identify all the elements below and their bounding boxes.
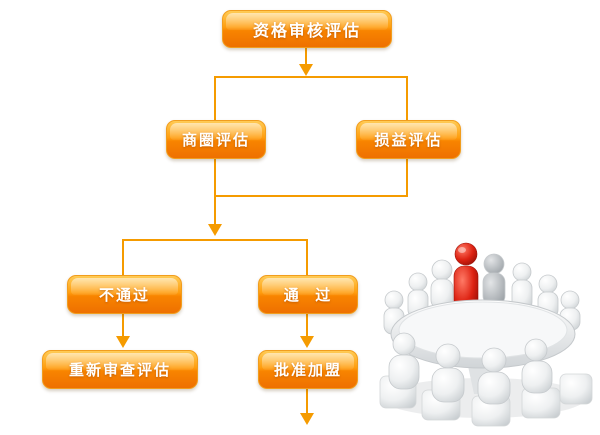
node-fail: 不通过 (67, 275, 182, 314)
node-qualification-review-label: 资格审核评估 (252, 21, 361, 40)
arrowhead-fail-down (116, 336, 130, 348)
split-bracket-top (214, 76, 408, 120)
node-pass: 通 过 (258, 275, 358, 314)
3d-meeting-figures-illustration (379, 242, 593, 427)
white-figure (383, 290, 405, 335)
stool (559, 373, 593, 405)
front-figures (388, 332, 553, 405)
merge-bracket (214, 157, 408, 197)
node-pass-label: 通 过 (283, 286, 333, 304)
white-figure (477, 347, 511, 405)
split-bracket-bottom (122, 239, 308, 275)
arrowhead-merge-down (208, 224, 222, 236)
node-profit-loss-evaluation-label: 损益评估 (374, 131, 443, 149)
node-re-review-label: 重新审查评估 (68, 361, 171, 379)
arrowhead-pass-down (300, 336, 314, 348)
white-figure (521, 338, 553, 394)
gray-figure (482, 253, 506, 306)
node-re-review: 重新审查评估 (42, 350, 198, 389)
arrowhead-approve-down (300, 413, 314, 425)
arrowhead-qualification-down (299, 64, 313, 76)
white-figure (430, 259, 454, 310)
node-fail-label: 不通过 (98, 286, 150, 304)
node-qualification-review: 资格审核评估 (222, 10, 392, 48)
white-figure (388, 332, 420, 390)
node-business-area-evaluation-label: 商圈评估 (181, 131, 250, 149)
node-approve-join-label: 批准加盟 (273, 361, 342, 379)
node-approve-join: 批准加盟 (258, 350, 358, 389)
node-business-area-evaluation: 商圈评估 (166, 120, 266, 159)
white-figure (431, 343, 465, 403)
node-profit-loss-evaluation: 损益评估 (356, 120, 461, 159)
back-figures (383, 253, 581, 335)
